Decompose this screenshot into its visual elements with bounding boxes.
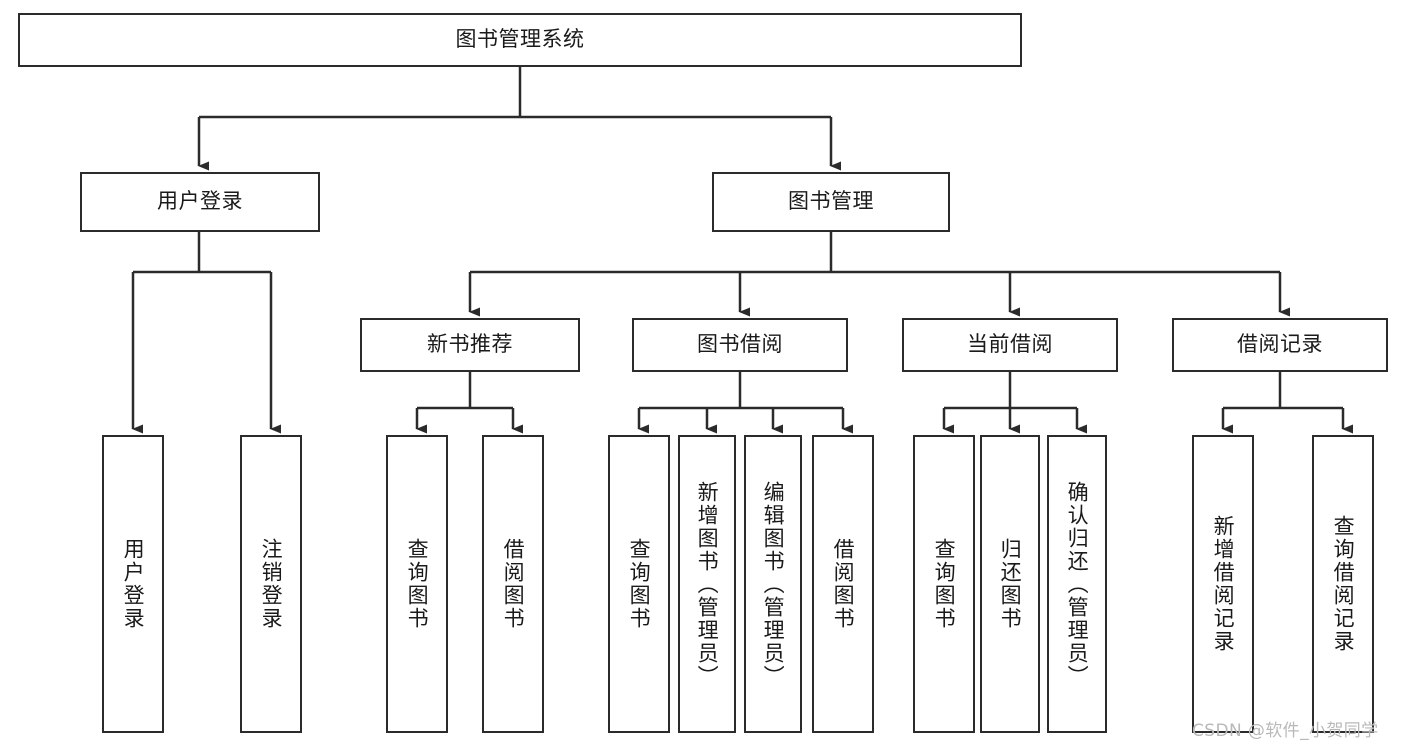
level3-node-2[interactable]: 图书借阅: [632, 318, 848, 372]
leaf-node-12-label: 新增借阅记录: [1211, 515, 1236, 653]
leaf-node-8[interactable]: 借阅图书: [812, 435, 874, 733]
leaf-node-5[interactable]: 查询图书: [608, 435, 670, 733]
connector-group: [131, 67, 1353, 434]
leaf-node-13[interactable]: 查询借阅记录: [1312, 435, 1374, 733]
leaf-node-6-label: 新增图书（管理员）: [695, 480, 720, 688]
level2-node-1[interactable]: 用户登录: [80, 172, 320, 232]
leaf-node-1[interactable]: 用户登录: [102, 435, 164, 733]
level3-node-4-label: 借阅记录: [1237, 332, 1323, 357]
leaf-node-3-label: 查询图书: [405, 538, 430, 630]
level2-node-2[interactable]: 图书管理: [712, 172, 950, 232]
root-node-system-label: 图书管理系统: [455, 27, 585, 52]
level3-node-2-label: 图书借阅: [697, 332, 783, 357]
level3-node-4[interactable]: 借阅记录: [1172, 318, 1388, 372]
leaf-node-9[interactable]: 查询图书: [913, 435, 975, 733]
leaf-node-5-label: 查询图书: [627, 538, 652, 630]
leaf-node-11-label: 确认归还（管理员）: [1065, 480, 1090, 688]
leaf-node-8-label: 借阅图书: [831, 538, 856, 630]
leaf-node-4[interactable]: 借阅图书: [482, 435, 544, 733]
watermark-text: CSDN @软件_小贺同学: [1192, 721, 1379, 741]
root-node-system[interactable]: 图书管理系统: [18, 13, 1022, 67]
level3-node-1-label: 新书推荐: [427, 332, 513, 357]
level3-node-1[interactable]: 新书推荐: [360, 318, 580, 372]
leaf-node-6[interactable]: 新增图书（管理员）: [678, 435, 736, 733]
level2-node-1-label: 用户登录: [157, 189, 243, 214]
leaf-node-3[interactable]: 查询图书: [386, 435, 448, 733]
leaf-node-13-label: 查询借阅记录: [1331, 515, 1356, 653]
leaf-node-11[interactable]: 确认归还（管理员）: [1047, 435, 1107, 733]
leaf-node-10[interactable]: 归还图书: [980, 435, 1040, 733]
leaf-node-12[interactable]: 新增借阅记录: [1192, 435, 1254, 733]
leaf-node-4-label: 借阅图书: [501, 538, 526, 630]
level3-node-3-label: 当前借阅: [967, 332, 1053, 357]
leaf-node-1-label: 用户登录: [121, 538, 146, 630]
leaf-node-7-label: 编辑图书（管理员）: [761, 480, 786, 688]
leaf-node-7[interactable]: 编辑图书（管理员）: [744, 435, 802, 733]
leaf-node-2-label: 注销登录: [259, 538, 284, 630]
level2-node-2-label: 图书管理: [788, 189, 874, 214]
leaf-node-2[interactable]: 注销登录: [240, 435, 302, 733]
leaf-node-9-label: 查询图书: [932, 538, 957, 630]
leaf-node-10-label: 归还图书: [998, 538, 1023, 630]
level3-node-3[interactable]: 当前借阅: [902, 318, 1118, 372]
